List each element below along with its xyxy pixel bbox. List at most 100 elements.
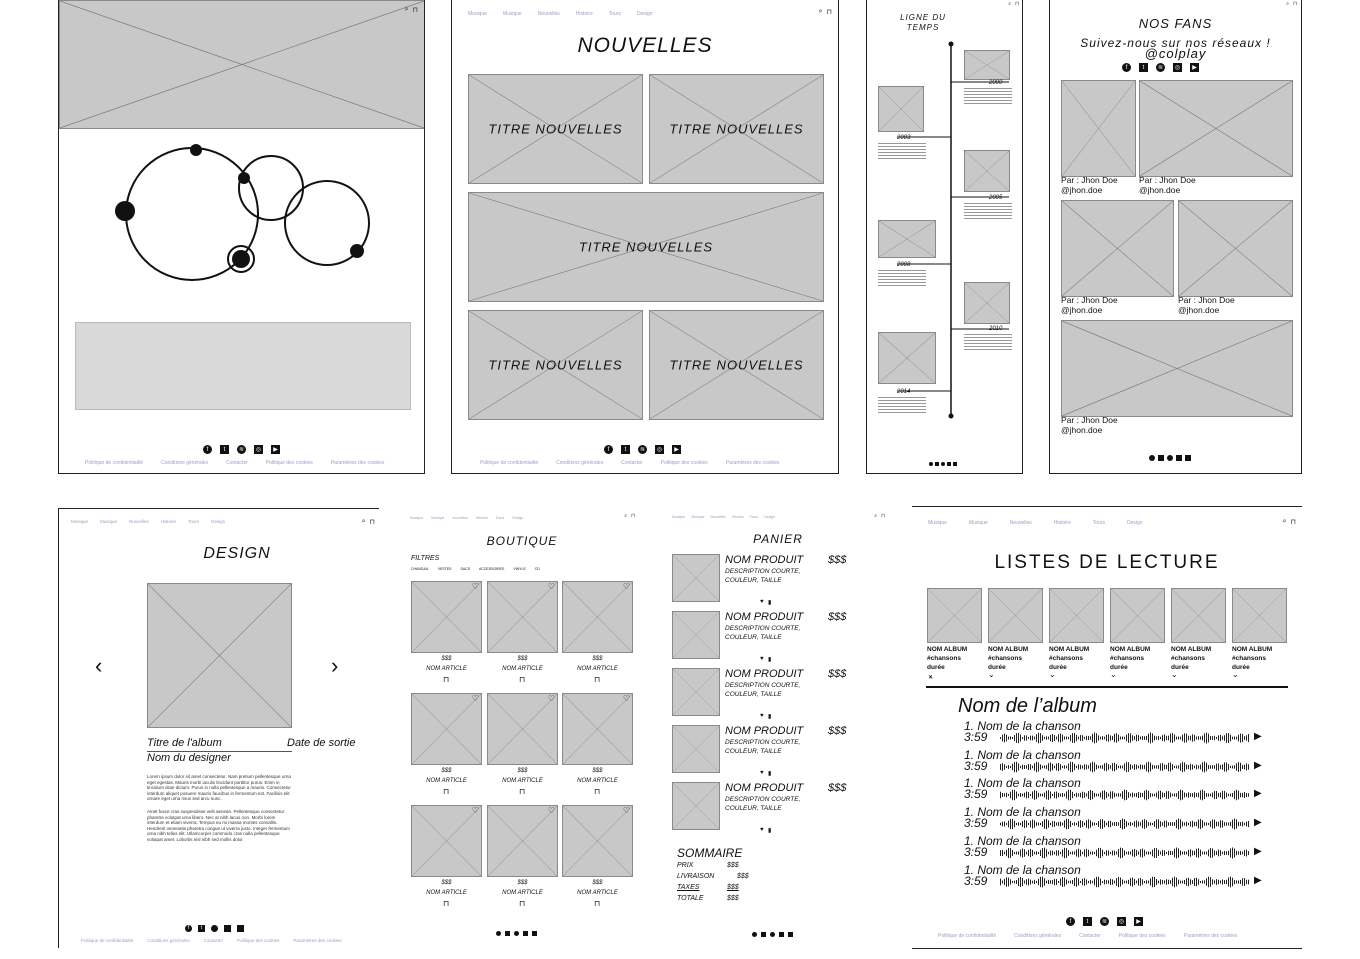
heart-icon[interactable]: ♡: [547, 694, 555, 703]
heart-icon[interactable]: ♡: [622, 582, 630, 591]
facebook-icon[interactable]: f: [1066, 917, 1075, 926]
heart-icon[interactable]: ♥: [760, 713, 764, 719]
twitter-icon[interactable]: t: [198, 925, 205, 932]
search-icon[interactable]: ⌕: [1286, 1, 1290, 7]
product-card[interactable]: ♡$$$NOM ARTICLE⊓: [411, 805, 482, 915]
footer-link-terms[interactable]: Conditions générales: [161, 460, 209, 466]
add-to-cart-icon[interactable]: ⊓: [443, 787, 450, 796]
twitter-icon[interactable]: t: [220, 445, 229, 454]
nav-item-news[interactable]: Nouvelles: [452, 516, 468, 520]
news-card-wide[interactable]: TITRE NOUVELLES: [468, 192, 824, 302]
twitter-icon[interactable]: [935, 462, 939, 466]
twitter-icon[interactable]: t: [1139, 63, 1148, 72]
waveform[interactable]: [1000, 846, 1250, 860]
product-card[interactable]: ♡$$$NOM ARTICLE⊓: [562, 805, 633, 915]
nav-item-music-2[interactable]: Musique: [502, 11, 522, 17]
heart-icon[interactable]: ♥: [760, 827, 764, 833]
footer-link-contact[interactable]: Contacter: [226, 460, 248, 466]
chevron-down-icon[interactable]: ⌄: [1232, 670, 1239, 679]
spotify-icon[interactable]: ≋: [237, 445, 246, 454]
fan-photo[interactable]: [1061, 80, 1136, 177]
heart-icon[interactable]: ♥: [760, 599, 764, 605]
facebook-icon[interactable]: [496, 931, 501, 936]
filter-option[interactable]: CHANDAIL: [411, 567, 429, 571]
twitter-icon[interactable]: [1158, 455, 1164, 461]
twitter-icon[interactable]: [761, 932, 766, 937]
youtube-icon[interactable]: ▶: [1190, 63, 1199, 72]
spotify-icon[interactable]: ≋: [638, 445, 647, 454]
heart-icon[interactable]: ♡: [471, 806, 479, 815]
news-card[interactable]: TITRE NOUVELLES: [649, 74, 824, 184]
filter-option[interactable]: SACS: [460, 567, 471, 571]
heart-icon[interactable]: ♡: [547, 582, 555, 591]
twitter-icon[interactable]: t: [621, 445, 630, 454]
product-card[interactable]: ♡$$$NOM ARTICLE⊓: [562, 693, 633, 803]
nav-item-music[interactable]: Musique: [928, 520, 947, 526]
add-to-cart-icon[interactable]: ⊓: [594, 899, 601, 908]
trash-icon[interactable]: ▮: [768, 600, 772, 606]
trash-icon[interactable]: ▮: [768, 657, 772, 663]
product-card[interactable]: ♡$$$NOM ARTICLE⊓: [411, 581, 482, 691]
heart-icon[interactable]: ♡: [547, 806, 555, 815]
instagram-icon[interactable]: [523, 931, 528, 936]
filter-option[interactable]: VESTES: [437, 567, 452, 571]
nav-item-news[interactable]: Nouvelles: [710, 515, 726, 519]
trash-icon[interactable]: ▮: [768, 828, 772, 834]
spotify-icon[interactable]: ≋: [1156, 63, 1165, 72]
facebook-icon[interactable]: f: [185, 925, 192, 932]
bag-icon[interactable]: ⊓: [412, 7, 418, 14]
heart-icon[interactable]: ♥: [760, 770, 764, 776]
product-card[interactable]: ♡$$$NOM ARTICLE⊓: [487, 805, 558, 915]
nav-item-news[interactable]: Nouvelles: [1009, 520, 1032, 526]
instagram-icon[interactable]: [947, 462, 951, 466]
facebook-icon[interactable]: [929, 462, 933, 466]
spotify-icon[interactable]: [941, 462, 945, 466]
search-icon[interactable]: ⌕: [1008, 1, 1012, 7]
nav-item-news[interactable]: Nouvelles: [129, 519, 149, 524]
fan-photo-wide[interactable]: [1061, 320, 1293, 417]
nav-item-tours[interactable]: Tours: [188, 519, 200, 524]
instagram-icon[interactable]: [224, 925, 231, 932]
news-card[interactable]: TITRE NOUVELLES: [468, 310, 643, 420]
carousel-next-button[interactable]: ›: [331, 653, 339, 678]
nav-item-tours[interactable]: Tours: [608, 11, 621, 17]
search-icon[interactable]: ⌕: [874, 513, 878, 519]
filter-option[interactable]: ACCESSOIRES: [479, 567, 505, 571]
chevron-down-icon[interactable]: ⌄: [1171, 670, 1178, 679]
filter-option[interactable]: VINYLE: [513, 567, 526, 571]
instagram-icon[interactable]: ◎: [1173, 63, 1182, 72]
footer-link-cookies[interactable]: Politique des cookies: [237, 938, 280, 943]
play-icon[interactable]: ▶: [1254, 759, 1262, 771]
play-icon[interactable]: ▶: [1254, 817, 1262, 829]
chevron-down-icon[interactable]: ⌄: [988, 670, 995, 679]
nav-item-tours[interactable]: Tours: [495, 516, 505, 520]
instagram-icon[interactable]: ◎: [655, 445, 664, 454]
add-to-cart-icon[interactable]: ⊓: [594, 787, 601, 796]
news-card[interactable]: TITRE NOUVELLES: [649, 310, 824, 420]
bag-icon[interactable]: ⊓: [631, 513, 635, 519]
collapse-icon[interactable]: ⌃: [927, 675, 935, 685]
bag-icon[interactable]: ⊓: [1293, 1, 1297, 7]
nav-item-music[interactable]: Musique: [410, 516, 424, 520]
instagram-icon[interactable]: ◎: [254, 445, 263, 454]
nav-item-music-2[interactable]: Musique: [100, 519, 118, 524]
footer-link-privacy[interactable]: Politique de confidentialité: [938, 933, 997, 939]
nav-item-history[interactable]: Histoire: [1053, 520, 1071, 526]
nav-item-design[interactable]: Design: [764, 515, 776, 519]
search-icon[interactable]: ⌕: [1282, 518, 1287, 525]
fan-photo[interactable]: [1178, 200, 1293, 297]
footer-link-cookies[interactable]: Politique des cookies: [265, 460, 313, 466]
fan-credit-user[interactable]: @jhon.doe: [1178, 305, 1220, 315]
product-card[interactable]: ♡$$$NOM ARTICLE⊓: [562, 581, 633, 691]
youtube-icon[interactable]: [532, 931, 537, 936]
heart-icon[interactable]: ♡: [471, 694, 479, 703]
nav-item-music-2[interactable]: Musique: [691, 515, 705, 519]
